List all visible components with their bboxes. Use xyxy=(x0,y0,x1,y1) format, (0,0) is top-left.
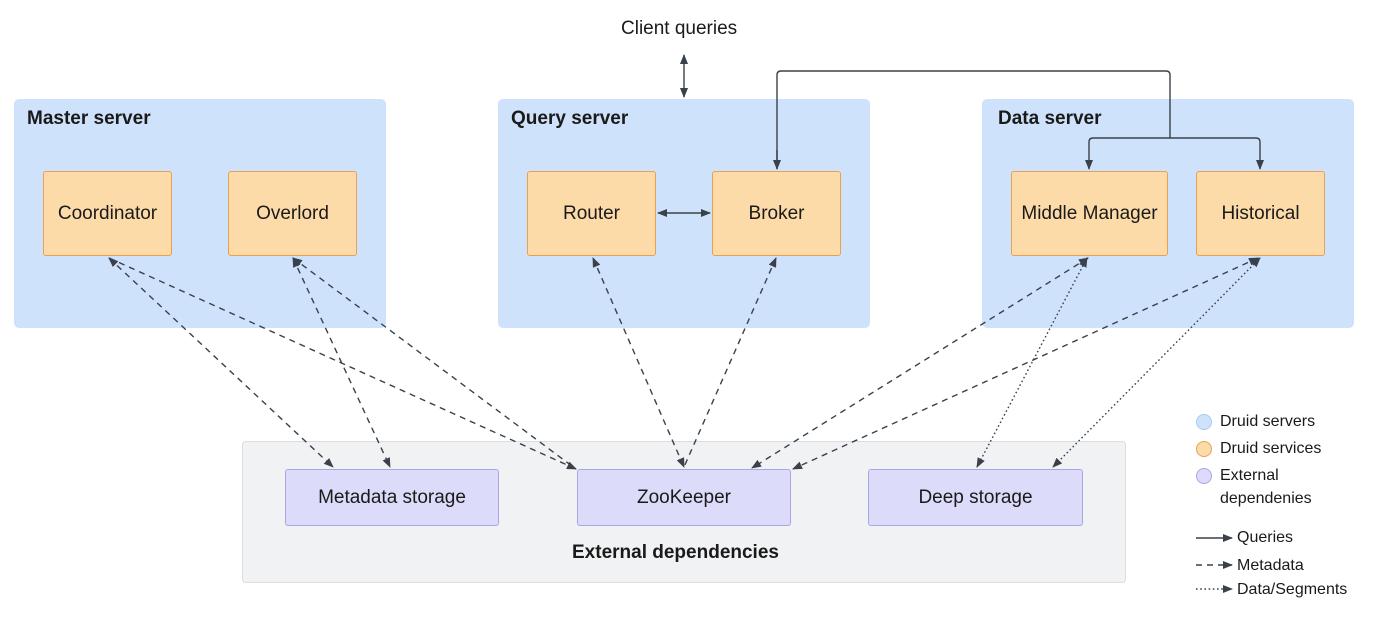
middle-manager-node: Middle Manager xyxy=(1011,171,1168,256)
historical-zookeeper-line xyxy=(792,257,1259,470)
middle-manager-zookeeper-line xyxy=(751,257,1089,469)
legend-druid-services-swatch xyxy=(1196,441,1212,457)
overlord-metadata-line xyxy=(292,257,391,468)
client-queries-label: Client queries xyxy=(621,18,738,39)
broker-node: Broker xyxy=(712,171,841,256)
coordinator-metadata-line xyxy=(108,257,334,468)
legend-druid-services: Druid services xyxy=(1220,440,1322,457)
coordinator-node: Coordinator xyxy=(43,171,172,256)
deep-storage-node: Deep storage xyxy=(868,469,1083,526)
broker-data-server-query-line xyxy=(776,70,1171,169)
historical-node: Historical xyxy=(1196,171,1325,256)
legend-external-line2: dependenies xyxy=(1220,490,1312,507)
overlord-node: Overlord xyxy=(228,171,357,256)
router-node: Router xyxy=(527,171,656,256)
router-zookeeper-line xyxy=(592,257,685,468)
legend-external-line1: External xyxy=(1220,467,1279,484)
master-server-title: Master server xyxy=(27,108,151,129)
legend-druid-servers-swatch xyxy=(1196,414,1212,430)
legend-data-segments: Data/Segments xyxy=(1237,581,1348,598)
overlord-zookeeper-line xyxy=(292,257,577,470)
historical-deep-storage-line xyxy=(1052,257,1261,468)
zookeeper-node: ZooKeeper xyxy=(577,469,791,526)
data-server-query-branch xyxy=(1085,137,1264,170)
legend-druid-servers: Druid servers xyxy=(1220,413,1316,430)
legend-queries: Queries xyxy=(1237,529,1294,546)
coordinator-zookeeper-line xyxy=(108,257,577,470)
data-server-title: Data server xyxy=(998,108,1102,129)
query-server-title: Query server xyxy=(511,108,629,129)
broker-zookeeper-line xyxy=(683,257,777,468)
legend-metadata: Metadata xyxy=(1237,557,1304,574)
middle-manager-deep-storage-line xyxy=(976,257,1088,468)
legend-external-swatch xyxy=(1196,468,1212,484)
metadata-storage-node: Metadata storage xyxy=(285,469,499,526)
external-dependencies-title: External dependencies xyxy=(572,542,779,563)
